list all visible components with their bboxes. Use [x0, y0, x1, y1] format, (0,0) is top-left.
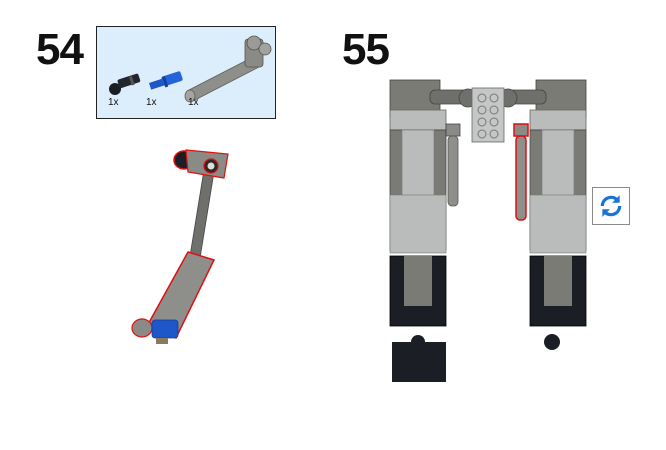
- step-number-54: 54: [36, 25, 84, 74]
- part-quantity: 1x: [108, 97, 119, 108]
- black-ball-joint-pin-icon: [109, 73, 141, 95]
- rotate-view-button[interactable]: [592, 187, 630, 225]
- blue-axle-pin-icon: [149, 71, 183, 90]
- part-quantity: 1x: [146, 97, 157, 108]
- step-number-55: 55: [342, 25, 390, 74]
- step-55-assembly-illustration: [389, 79, 587, 382]
- refresh-icon: [600, 195, 622, 217]
- parts-list-box: 1x 1x 1x: [96, 26, 276, 119]
- gray-shock-cylinder-icon: [184, 35, 272, 103]
- part-quantity: 1x: [188, 97, 199, 108]
- step-54-assembly-illustration: [131, 149, 229, 344]
